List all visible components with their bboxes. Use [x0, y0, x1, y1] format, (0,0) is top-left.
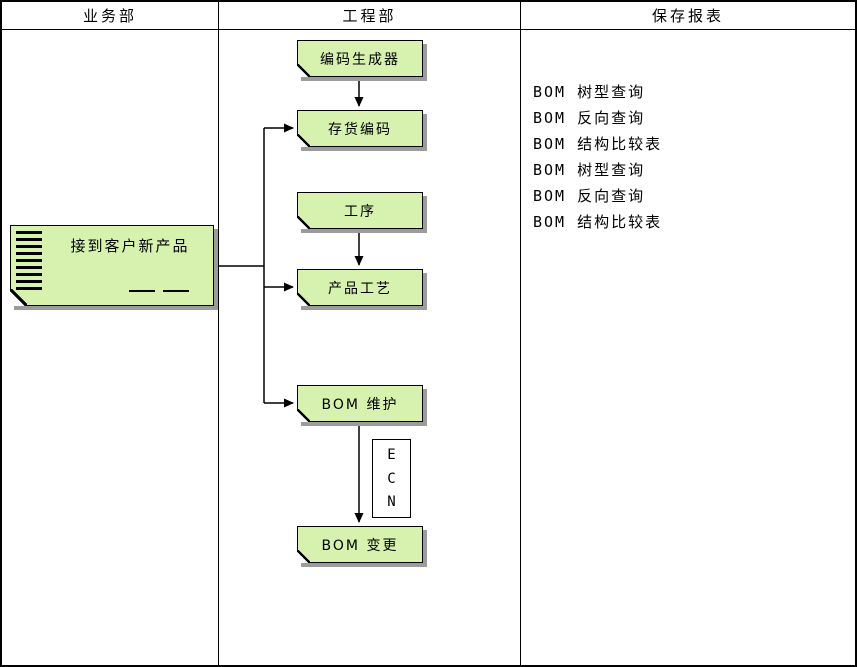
column-divider-2	[520, 2, 521, 665]
document-node-new-product: 接到客户新产品	[10, 225, 214, 306]
document-label: 接到客户新产品	[70, 237, 190, 255]
report-item: BOM 反向查询	[533, 187, 646, 205]
ecn-label-box: E C N	[372, 439, 411, 518]
ecn-letter: E	[387, 447, 396, 464]
flow-node-product-craft: 产品工艺	[297, 269, 423, 306]
ecn-letter: C	[387, 470, 396, 487]
header-underline	[2, 29, 855, 30]
flow-node-code-generator: 编码生成器	[297, 40, 423, 77]
report-item: BOM 反向查询	[533, 109, 646, 127]
spiral-binding-icon	[16, 231, 42, 293]
column-header-engineering: 工程部	[342, 7, 397, 25]
report-item: BOM 结构比较表	[533, 213, 663, 231]
document-dash-line	[129, 290, 155, 292]
report-item: BOM 树型查询	[533, 161, 646, 179]
flow-node-inventory-code: 存货编码	[297, 110, 423, 147]
reports-list: BOM 树型查询 BOM 反向查询 BOM 结构比较表 BOM 树型查询 BOM…	[533, 79, 662, 235]
column-divider-1	[218, 2, 219, 665]
column-header-business: 业务部	[82, 7, 137, 25]
report-item: BOM 结构比较表	[533, 135, 663, 153]
report-item: BOM 树型查询	[533, 83, 646, 101]
column-header-reports: 保存报表	[651, 7, 724, 25]
flow-node-bom-change: BOM 变更	[297, 526, 423, 563]
flow-node-bom-maintenance: BOM 维护	[297, 385, 423, 422]
document-dash-line	[163, 290, 189, 292]
ecn-letter: N	[387, 493, 396, 510]
flow-node-process: 工序	[297, 192, 423, 229]
